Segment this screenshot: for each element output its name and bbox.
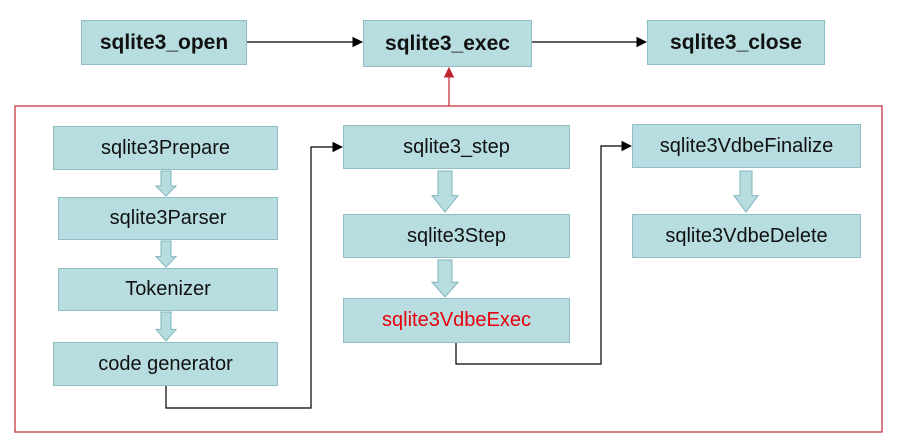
flow-arrow-prepare-2 bbox=[154, 240, 178, 268]
flow-arrow-step-2 bbox=[430, 259, 460, 298]
node-sqlite3-open: sqlite3_open bbox=[81, 20, 247, 65]
node-sqlite3vdbefinalize: sqlite3VdbeFinalize bbox=[632, 124, 861, 168]
flow-arrow-prepare-1 bbox=[154, 170, 178, 197]
connector-codegen-to-step bbox=[165, 141, 344, 409]
node-tokenizer: Tokenizer bbox=[58, 268, 278, 311]
node-code-generator: code generator bbox=[53, 342, 278, 386]
node-sqlite3-exec: sqlite3_exec bbox=[363, 20, 532, 67]
node-sqlite3step: sqlite3Step bbox=[343, 214, 570, 258]
node-sqlite3vdbeexec: sqlite3VdbeExec bbox=[343, 298, 570, 343]
flow-arrows bbox=[154, 170, 759, 342]
node-sqlite3-close: sqlite3_close bbox=[647, 20, 825, 65]
connector-vdbeexec-to-finalize bbox=[455, 140, 633, 365]
flow-arrow-finalize-1 bbox=[733, 170, 759, 213]
flow-arrow-step-1 bbox=[430, 170, 460, 213]
node-sqlite3prepare: sqlite3Prepare bbox=[53, 126, 278, 170]
node-sqlite3vdbedelete: sqlite3VdbeDelete bbox=[632, 214, 861, 258]
node-sqlite3-step: sqlite3_step bbox=[343, 125, 570, 169]
node-sqlite3parser: sqlite3Parser bbox=[58, 197, 278, 240]
flow-arrow-prepare-3 bbox=[154, 311, 178, 342]
